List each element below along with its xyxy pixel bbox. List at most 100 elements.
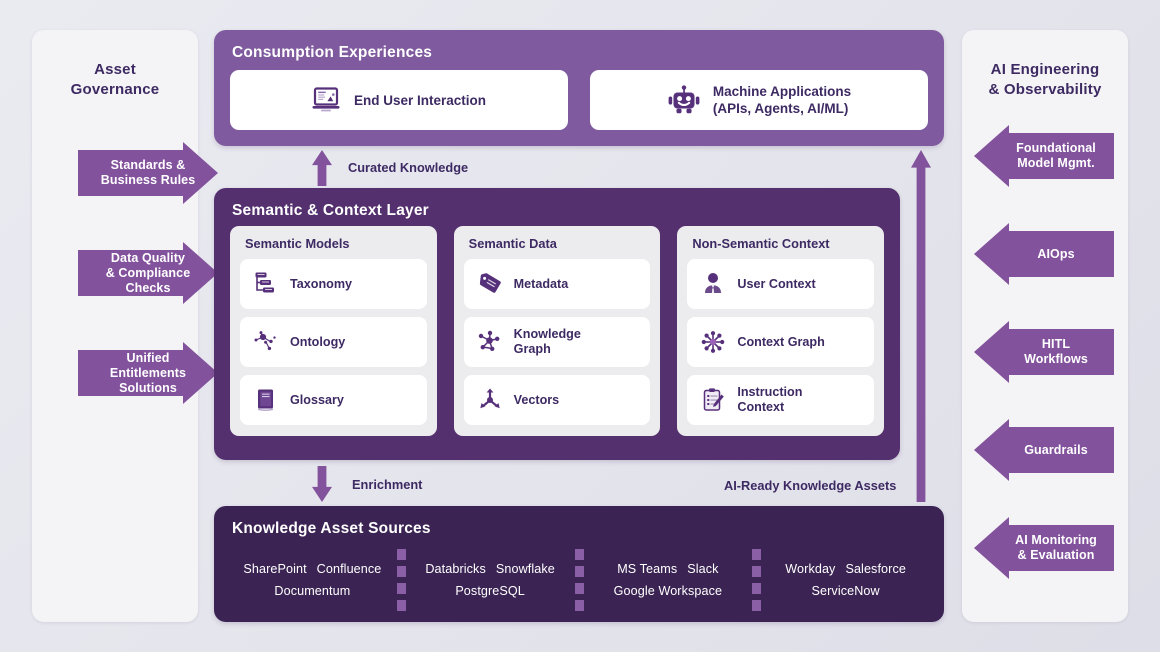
governance-item-entitlements[interactable]: Unified Entitlements Solutions xyxy=(78,342,218,404)
chevron-label-line: Entitlements xyxy=(109,365,187,380)
curated-knowledge-arrow-icon xyxy=(312,150,332,186)
observability-item-aiops[interactable]: AIOps xyxy=(974,223,1114,285)
item-label-line: Ontology xyxy=(290,334,346,349)
semantic-item-vectors[interactable]: Vectors xyxy=(463,375,651,425)
item-label-line: Graph xyxy=(513,342,551,356)
chevron-label-line: Business Rules xyxy=(100,173,196,187)
card-label-line: Machine Applications xyxy=(712,84,852,99)
chevron-label-line: Solutions xyxy=(119,380,177,395)
ontology-icon xyxy=(254,331,276,351)
observability-item-foundational-model-mgmt[interactable]: Foundational Model Mgmt. xyxy=(974,125,1114,187)
source-item: ServiceNow xyxy=(811,584,880,598)
item-label-line: User Context xyxy=(737,276,816,291)
semantic-column-semantic-models: Semantic Models Taxonomy xyxy=(230,226,437,436)
item-label: Knowledge Graph xyxy=(514,327,581,357)
vectors-icon xyxy=(479,388,500,409)
item-label-line: Taxonomy xyxy=(290,276,353,291)
item-label-line: Context Graph xyxy=(737,334,825,349)
asset-governance-rail: Asset Governance Standards & Business Ru… xyxy=(32,30,198,622)
ai-ready-assets-label: AI-Ready Knowledge Assets xyxy=(724,478,897,493)
observability-item-hitl-workflows[interactable]: HITL Workflows xyxy=(974,321,1114,383)
enrichment-label: Enrichment xyxy=(352,477,423,492)
semantic-item-user-context[interactable]: User Context xyxy=(687,259,875,309)
source-row: MS Teams Slack xyxy=(584,558,753,580)
chevron-label-line: Data Quality xyxy=(110,250,186,265)
item-label: Context Graph xyxy=(737,335,824,350)
source-item: Salesforce xyxy=(845,562,906,576)
glossary-book-icon xyxy=(258,389,273,411)
consumption-card-label: Machine Applications (APIs, Agents, AI/M… xyxy=(713,83,851,117)
sources-panel-title: Knowledge Asset Sources xyxy=(232,520,431,537)
clipboard-icon xyxy=(704,388,725,411)
semantic-context-layer-panel: Semantic & Context Layer Semantic Models xyxy=(214,188,900,460)
source-item: Google Workspace xyxy=(613,584,723,598)
robot-icon xyxy=(668,85,700,114)
item-label: User Context xyxy=(737,277,815,292)
source-row: Documentum xyxy=(228,580,397,602)
source-divider xyxy=(752,549,762,611)
source-item: MS Teams xyxy=(617,562,678,576)
governance-item-data-quality[interactable]: Data Quality & Compliance Checks xyxy=(78,242,218,304)
item-label-line: Context xyxy=(737,400,785,414)
curated-knowledge-label: Curated Knowledge xyxy=(348,160,469,175)
card-label-line: (APIs, Agents, AI/ML) xyxy=(712,101,849,116)
semantic-item-taxonomy[interactable]: Taxonomy xyxy=(240,259,427,309)
knowledge-graph-icon xyxy=(478,330,500,351)
chevron-label-line: Guardrails xyxy=(1024,442,1088,457)
item-label-line: Vectors xyxy=(513,392,560,407)
consumption-card-label: End User Interaction xyxy=(354,92,486,109)
item-label: Glossary xyxy=(290,393,344,408)
card-label-line: End User Interaction xyxy=(353,92,487,108)
ai-engineering-title: AI Engineering & Observability xyxy=(962,30,1128,100)
metadata-tag-icon xyxy=(479,273,501,293)
semantic-item-ontology[interactable]: Ontology xyxy=(240,317,427,367)
chevron-label-line: Standards & xyxy=(110,158,186,172)
semantic-column-non-semantic-context: Non-Semantic Context User Context xyxy=(677,226,885,436)
chevron-label-line: AI Monitoring xyxy=(1015,533,1097,547)
source-item: SharePoint xyxy=(243,562,307,576)
semantic-panel-title: Semantic & Context Layer xyxy=(232,202,429,219)
source-group-collaboration: MS Teams Slack Google Workspace xyxy=(584,558,753,602)
item-label-line: Glossary xyxy=(290,392,344,407)
source-divider xyxy=(574,549,584,611)
rail-title-line: AI Engineering xyxy=(990,61,1100,78)
chevron-label-line: Model Mgmt. xyxy=(1017,156,1095,170)
source-row: ServiceNow xyxy=(761,580,930,602)
rail-title-line: Governance xyxy=(70,81,160,98)
semantic-item-knowledge-graph[interactable]: Knowledge Graph xyxy=(463,317,651,367)
semantic-column-semantic-data: Semantic Data Metadata xyxy=(453,226,661,436)
observability-item-guardrails[interactable]: Guardrails xyxy=(974,419,1114,481)
enrichment-arrow-icon xyxy=(312,466,332,502)
semantic-item-instruction-context[interactable]: Instruction Context xyxy=(687,375,875,425)
source-item: Documentum xyxy=(274,584,351,598)
source-item: Slack xyxy=(687,562,719,576)
ai-ready-assets-arrow-icon xyxy=(911,150,931,502)
item-label-line: Instruction xyxy=(737,385,803,399)
observability-item-ai-monitoring[interactable]: AI Monitoring & Evaluation xyxy=(974,517,1114,579)
source-item: Databricks xyxy=(425,562,486,576)
chevron-label-line: Unified xyxy=(126,350,170,365)
chevron-label-line: & Evaluation xyxy=(1017,548,1095,562)
user-icon xyxy=(705,273,722,293)
consumption-card-end-user-interaction[interactable]: End User Interaction xyxy=(230,70,568,130)
consumption-panel-title: Consumption Experiences xyxy=(232,44,433,61)
source-row: PostgreSQL xyxy=(406,580,575,602)
item-label: Vectors xyxy=(514,393,560,408)
consumption-card-machine-applications[interactable]: Machine Applications (APIs, Agents, AI/M… xyxy=(590,70,928,130)
asset-governance-title: Asset Governance xyxy=(32,30,198,100)
semantic-item-metadata[interactable]: Metadata xyxy=(463,259,651,309)
semantic-item-context-graph[interactable]: Context Graph xyxy=(687,317,875,367)
semantic-item-glossary[interactable]: Glossary xyxy=(240,375,427,425)
governance-item-standards[interactable]: Standards & Business Rules xyxy=(78,142,218,204)
item-label: Instruction Context xyxy=(737,385,802,415)
item-label-line: Metadata xyxy=(513,276,569,291)
source-divider xyxy=(396,549,406,611)
